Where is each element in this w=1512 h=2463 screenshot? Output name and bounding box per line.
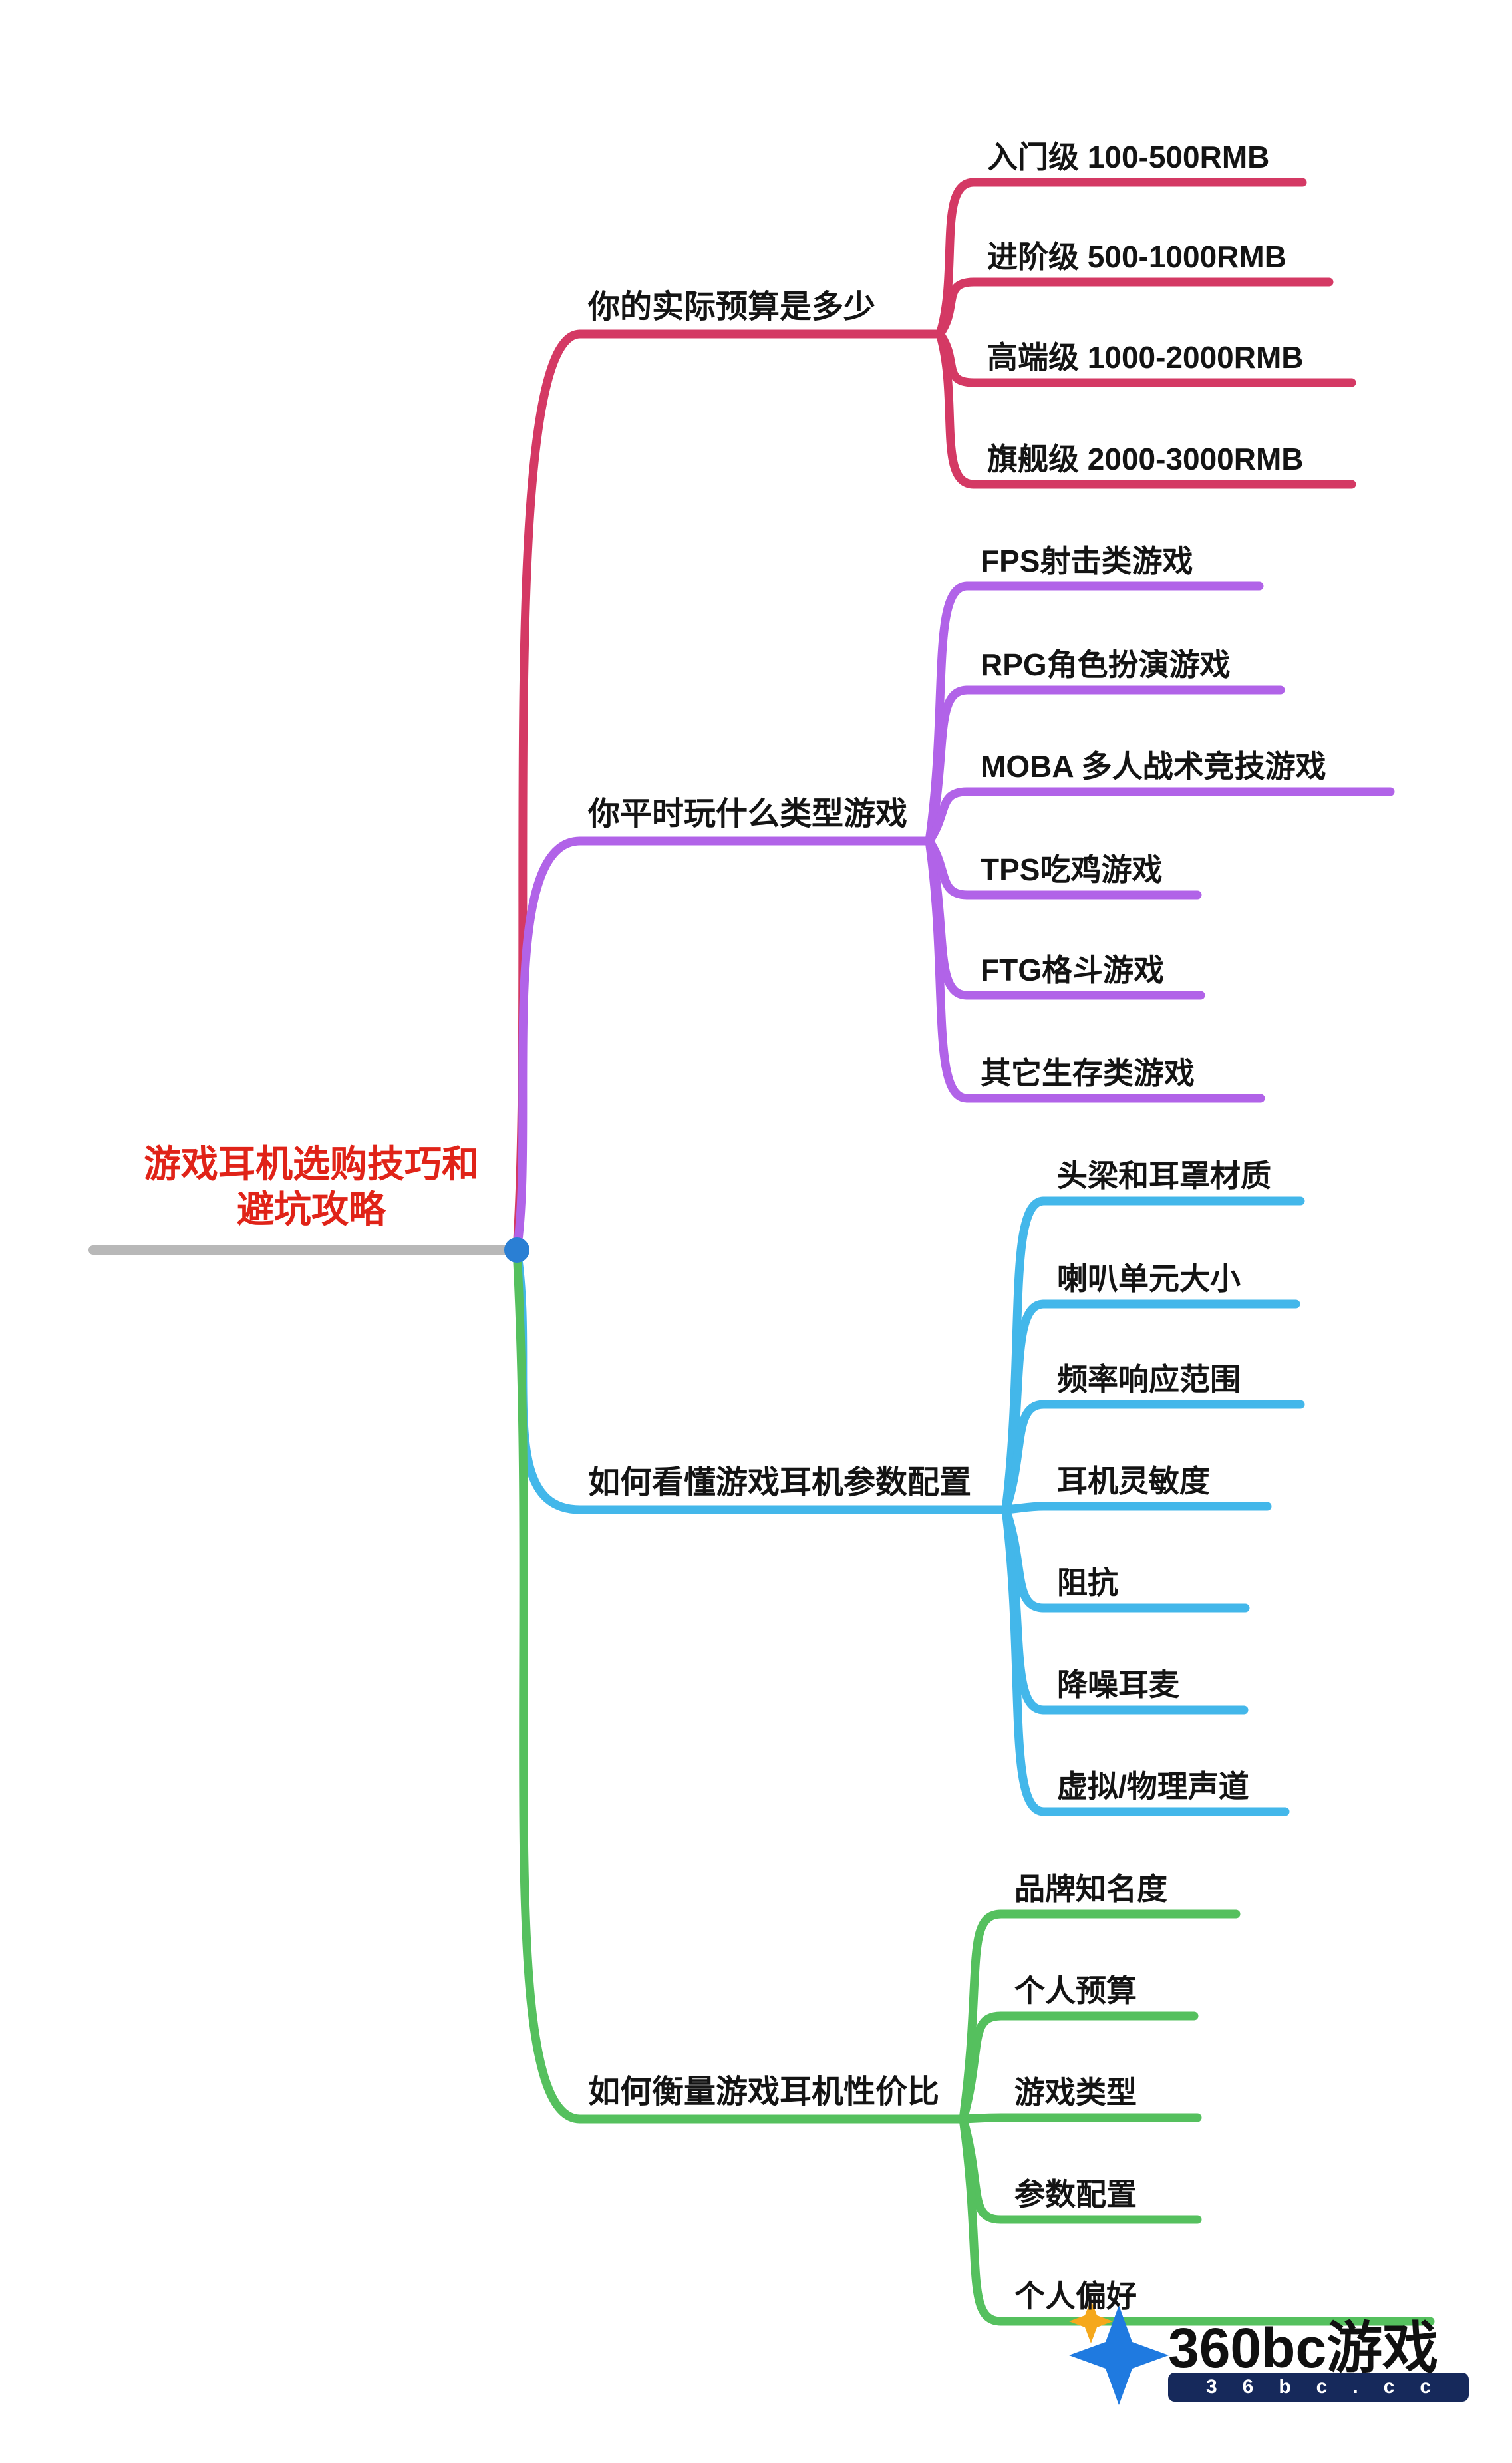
- branch-1-child-2-connector: [925, 787, 972, 846]
- branch-1-child-3-label: TPS吃鸡游戏: [981, 852, 1163, 887]
- branch-3-label: 如何衡量游戏耳机性价比: [588, 2074, 940, 2110]
- branch-2-child-3-label: 耳机灵敏度: [1057, 1464, 1210, 1498]
- watermark-logo-star-icon: [1069, 2305, 1169, 2405]
- branch-0-child-0-connector: [935, 178, 979, 339]
- watermark-brand: 360bc游戏: [1168, 2317, 1439, 2379]
- branch-1-child-1-label: RPG角色扮演游戏: [981, 647, 1231, 682]
- branch-1-child-2-label: MOBA 多人战术竞技游戏: [981, 749, 1326, 784]
- branch-3-child-4-connector: [959, 2114, 1006, 2326]
- branch-2-child-2-connector: [1001, 1400, 1048, 1514]
- center-node-dot: [504, 1237, 529, 1263]
- branch-0-child-3-connector: [935, 329, 979, 489]
- branch-2-child-2-label: 频率响应范围: [1057, 1362, 1241, 1396]
- branch-0-child-0-label: 入门级 100-500RMB: [987, 140, 1270, 174]
- branch-3-child-3-label: 参数配置: [1014, 2177, 1137, 2212]
- branch-2-child-0-label: 头梁和耳罩材质: [1057, 1158, 1271, 1193]
- branch-3-child-4-label: 个人偏好: [1014, 2279, 1137, 2313]
- branch-0-child-1-label: 进阶级 500-1000RMB: [987, 240, 1286, 274]
- branch-0-child-3-label: 旗舰级 2000-3000RMB: [987, 442, 1304, 476]
- branch-3-child-1-label: 个人预算: [1014, 1973, 1137, 2008]
- branch-1-connector: [512, 836, 585, 1255]
- branch-3-child-0-label: 品牌知名度: [1014, 1872, 1167, 1906]
- branch-3-connector: [512, 1245, 585, 2124]
- branch-3-child-0-connector: [959, 1909, 1006, 2124]
- branch-1-child-0-label: FPS射击类游戏: [981, 544, 1193, 578]
- branch-1-child-5-label: 其它生存类游戏: [981, 1056, 1195, 1090]
- branch-1-child-1-connector: [925, 685, 972, 846]
- branch-2-child-1-label: 喇叭单元大小: [1057, 1261, 1241, 1296]
- branch-2-child-6-connector: [1001, 1505, 1048, 1816]
- branch-2-child-6-label: 虚拟/物理声道: [1057, 1769, 1249, 1804]
- branch-1-child-4-label: FTG格斗游戏: [981, 953, 1164, 987]
- branch-0-label: 你的实际预算是多少: [588, 289, 876, 325]
- branch-1-child-5-connector: [925, 836, 972, 1103]
- watermark-domain: 36bc.cc: [1168, 2373, 1469, 2402]
- branch-2-child-5-label: 降噪耳麦: [1057, 1667, 1179, 1702]
- center-topic: 游戏耳机选购技巧和避坑攻略: [144, 1143, 479, 1230]
- branch-2-label: 如何看懂游戏耳机参数配置: [588, 1465, 972, 1500]
- branch-3-child-1-connector: [959, 2011, 1006, 2124]
- branch-3-child-2-label: 游戏类型: [1014, 2075, 1137, 2110]
- branch-0-child-2-label: 高端级 1000-2000RMB: [987, 340, 1304, 375]
- branch-2-child-3-connector: [1001, 1502, 1048, 1514]
- branch-0-child-1-connector: [935, 277, 979, 339]
- branch-1-label: 你平时玩什么类型游戏: [588, 796, 908, 832]
- watermark-logo-spark-icon: [1069, 2299, 1113, 2343]
- branch-2-child-4-label: 阻抗: [1057, 1565, 1118, 1600]
- branch-3-child-2-connector: [959, 2113, 1006, 2124]
